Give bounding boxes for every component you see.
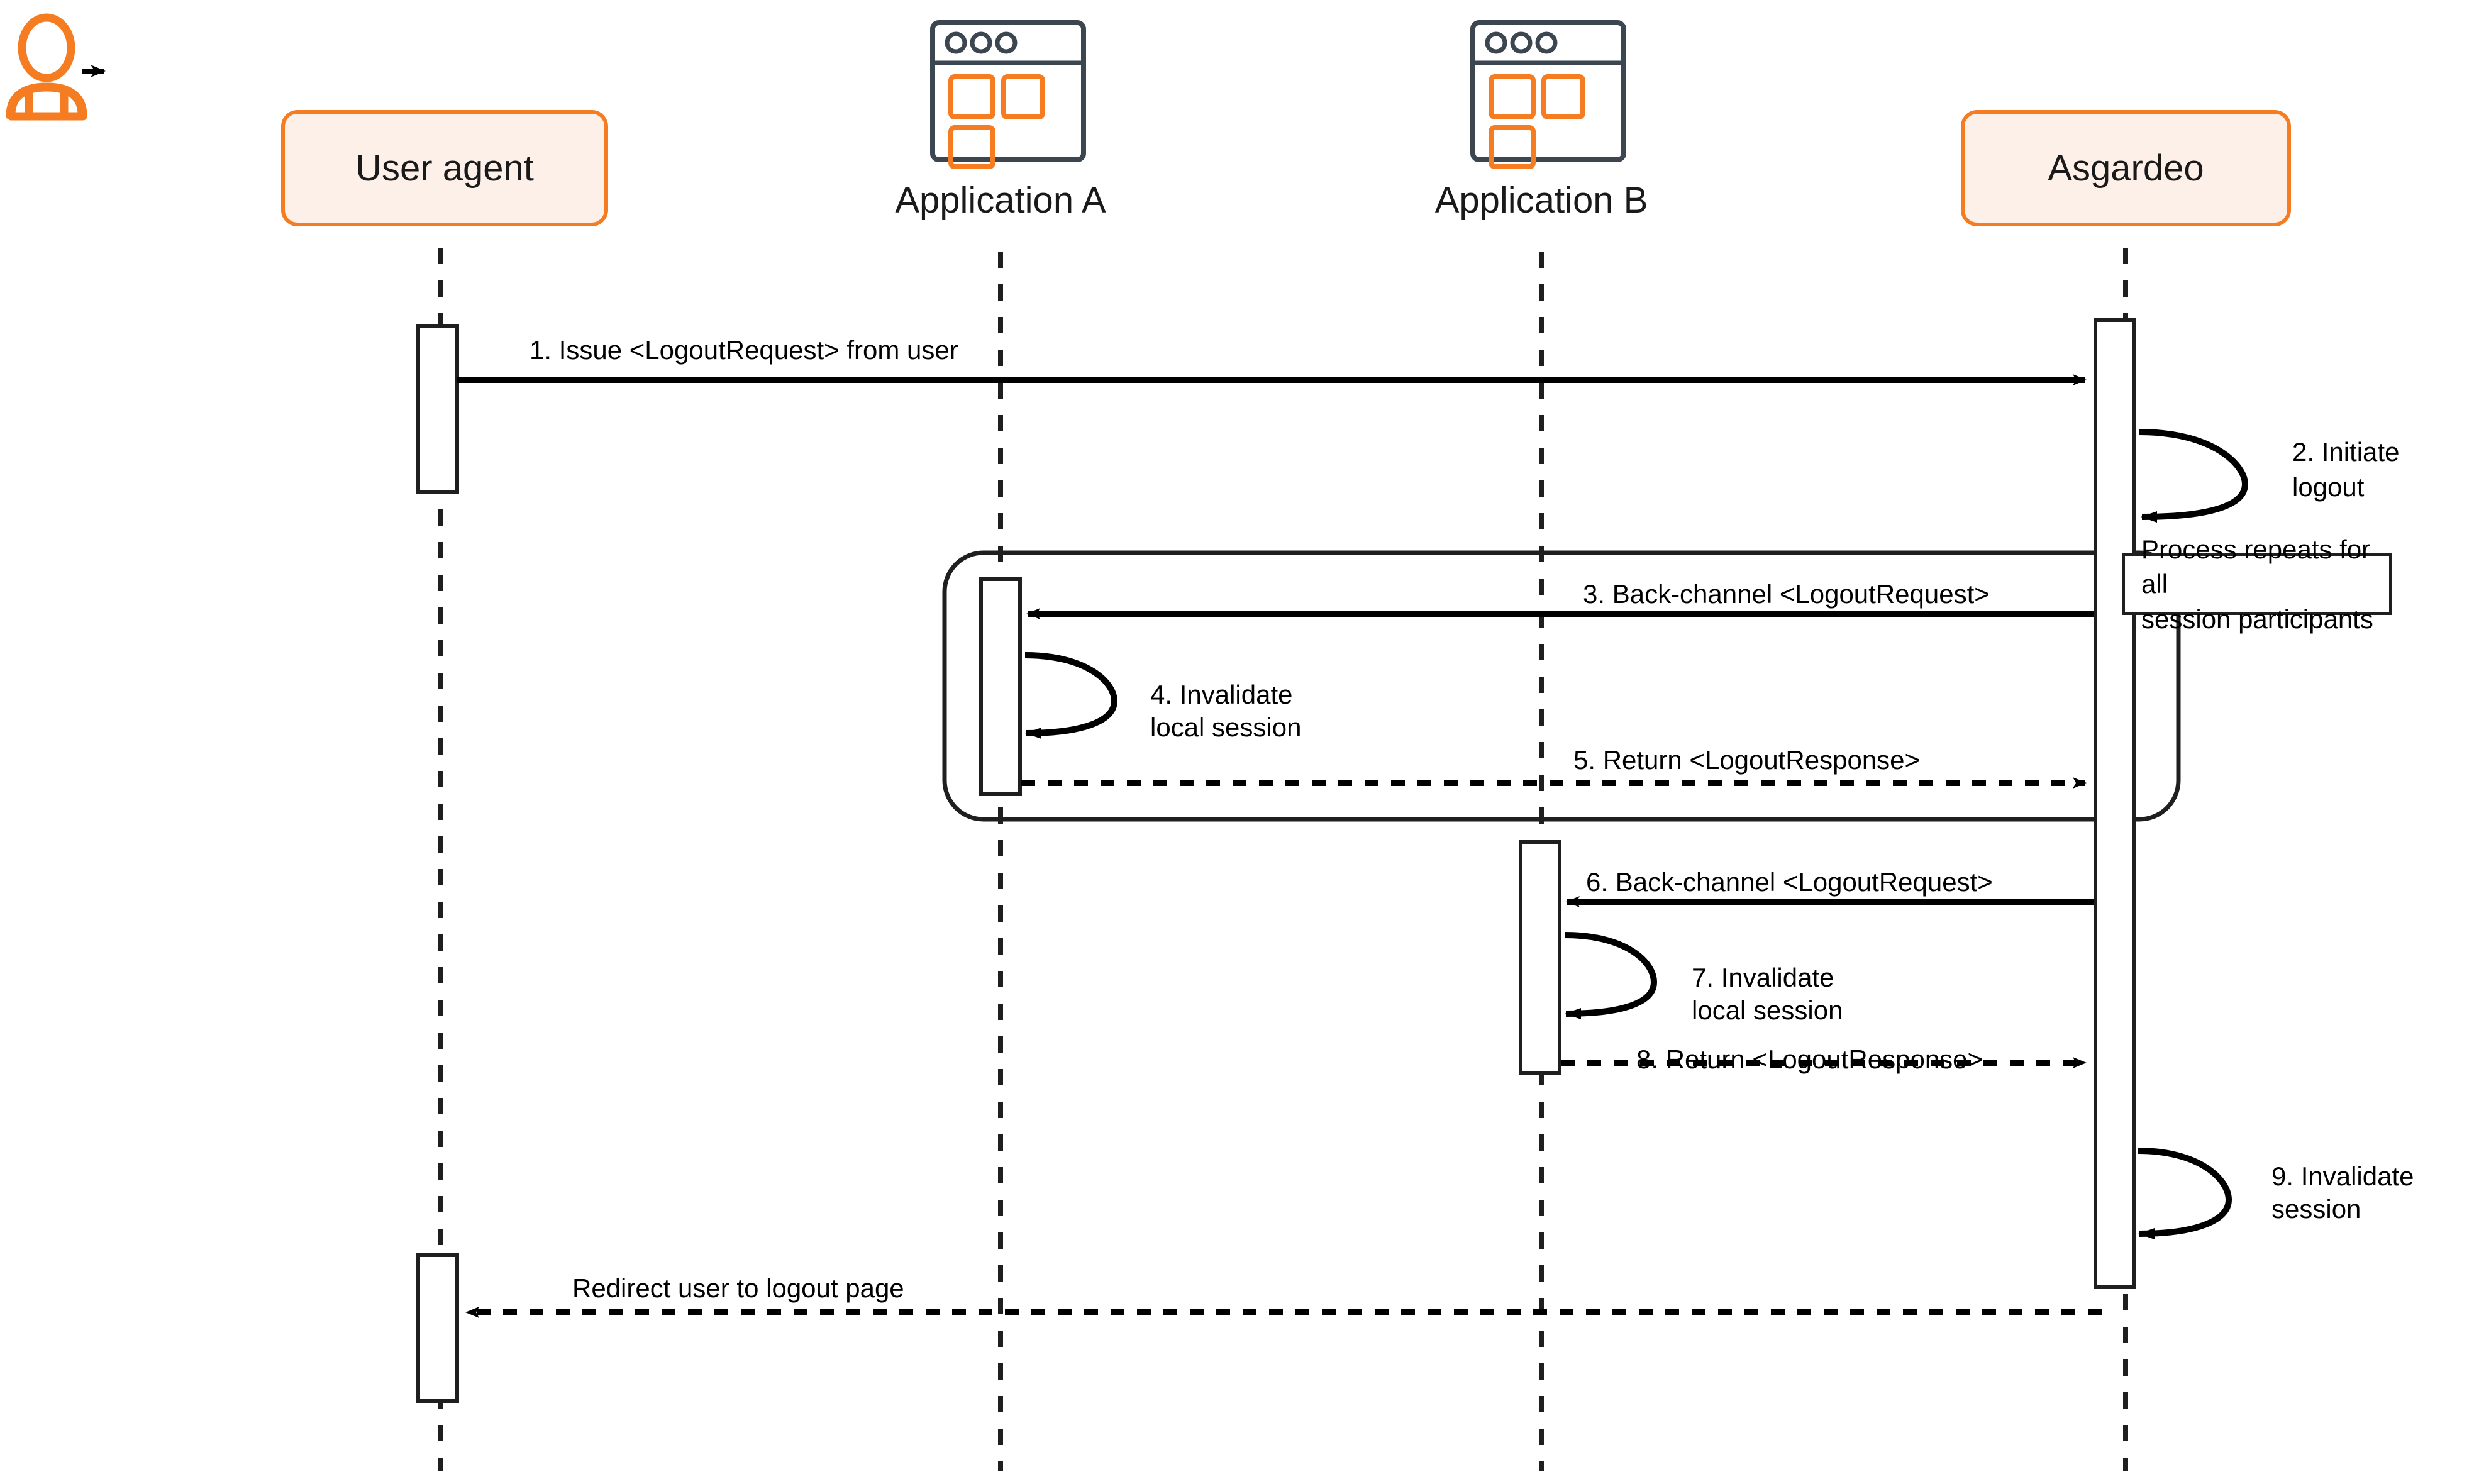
activation-user-agent-1 [416, 324, 459, 494]
activation-application-b [1519, 840, 1561, 1075]
message-9-label-line1: 9. Invalidate [2271, 1161, 2414, 1191]
message-2-label-line1: 2. Initiate [2292, 437, 2400, 467]
user-actor-icon [6, 13, 87, 121]
browser-window-icon-b [1470, 20, 1626, 169]
note-line-2: session participants [2141, 604, 2373, 634]
browser-window-icon-a [930, 20, 1086, 169]
message-10-label: Redirect user to logout page [572, 1273, 904, 1303]
participant-asgardeo-label: Asgardeo [2048, 148, 2204, 189]
note-process-repeats: Process repeats for all session participa… [2122, 534, 2392, 634]
message-7-label-line1: 7. Invalidate [1692, 963, 1834, 992]
message-5-label: 5. Return <LogoutResponse> [1573, 745, 1921, 775]
message-6-label: 6. Back-channel <LogoutRequest> [1586, 867, 1993, 897]
message-1-label: 1. Issue <LogoutRequest> from user [530, 335, 958, 365]
participant-application-a-label: Application A [895, 180, 1106, 221]
message-8-label: 8. Return <LogoutResponse> [1636, 1044, 1983, 1074]
participant-user-agent-label: User agent [355, 148, 534, 189]
message-2-self-loop [2139, 429, 2249, 523]
message-7-self-loop [1564, 932, 1658, 1019]
message-4-self-loop [1024, 652, 1118, 739]
note-line-1: Process repeats for all [2141, 534, 2371, 599]
activation-application-a [979, 577, 1022, 796]
participant-asgardeo[interactable]: Asgardeo [1961, 110, 2291, 226]
activation-asgardeo-main [2094, 318, 2136, 1289]
message-4-label-line1: 4. Invalidate [1150, 680, 1293, 709]
note-process-repeats-text: Process repeats for all session participa… [2125, 532, 2389, 636]
participant-user-agent[interactable]: User agent [281, 110, 608, 226]
loop-fragment-frame [942, 550, 2181, 822]
message-9-label-line2: session [2271, 1194, 2361, 1224]
message-2-label-line2: logout [2292, 472, 2365, 502]
message-7-label-line2: local session [1692, 995, 1843, 1025]
activation-user-agent-2 [416, 1253, 459, 1403]
message-4-label-line2: local session [1150, 712, 1302, 742]
message-9-self-loop [2138, 1148, 2232, 1239]
participant-application-b-label: Application B [1434, 180, 1648, 221]
message-3-label: 3. Back-channel <LogoutRequest> [1583, 579, 1990, 609]
activation-bars [416, 318, 2136, 1403]
